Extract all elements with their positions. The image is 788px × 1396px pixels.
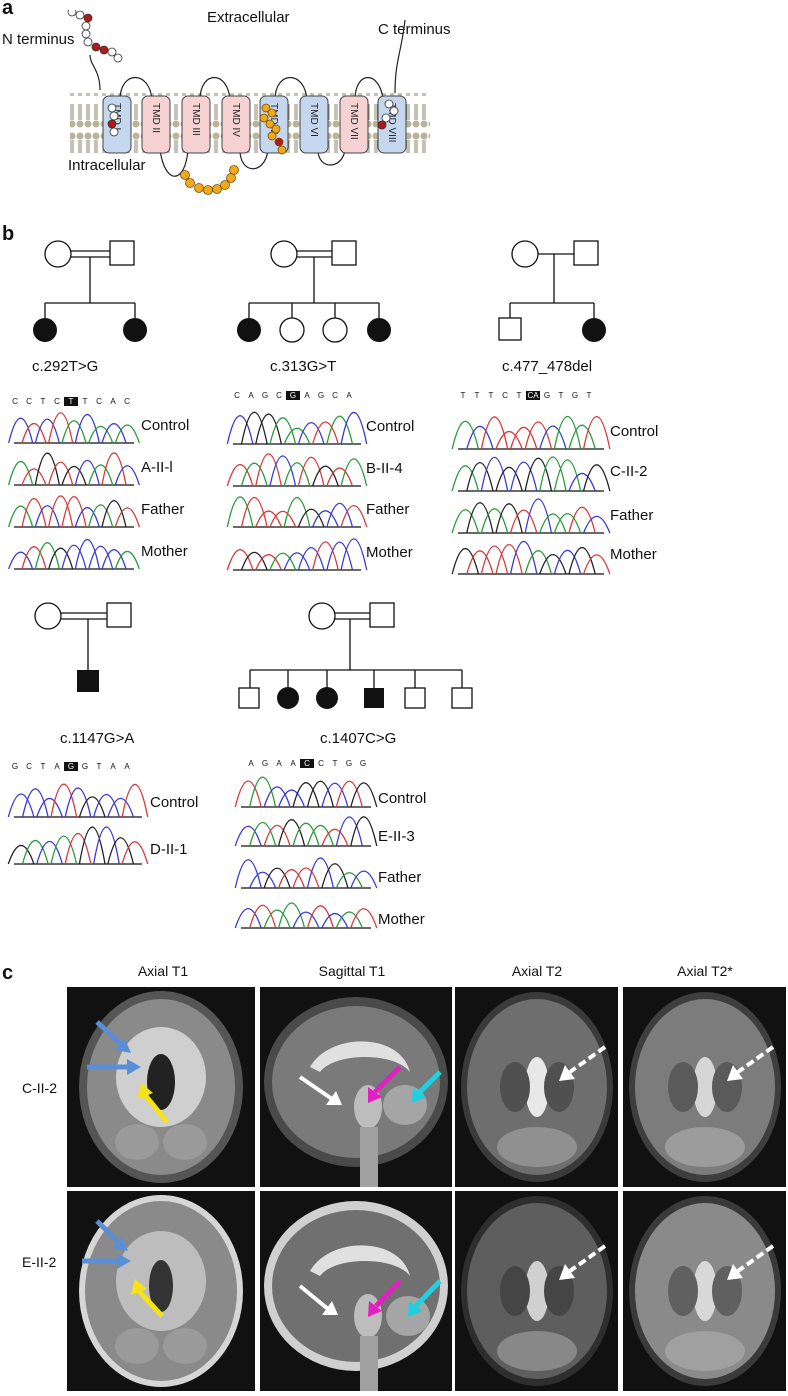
trace-label: Mother xyxy=(366,544,413,561)
trace-label: Father xyxy=(366,501,410,518)
chromatogram-traces-row2 xyxy=(7,776,378,929)
mutation-label-d: c.1147G>A xyxy=(60,730,135,747)
tmd-label: TMD V xyxy=(268,103,279,134)
tmd-label: TMD II xyxy=(150,103,161,133)
trace-label: B-II-4 xyxy=(366,460,403,477)
pedigree-family-a xyxy=(33,240,147,342)
mri-sagittal-t1-row2 xyxy=(260,1191,452,1391)
trace-label: A-II-l xyxy=(141,459,173,476)
trace-label: Control xyxy=(610,423,659,440)
mri-axial-t1-row2 xyxy=(67,1191,255,1391)
mri-axial-t2-star-row1 xyxy=(623,987,786,1187)
mri-sagittal-t1-row1 xyxy=(260,987,452,1187)
tmd-viii-residues xyxy=(377,99,399,130)
mutation-label-e: c.1407C>G xyxy=(320,730,397,747)
trace-label: Control xyxy=(141,417,190,434)
extracellular-label: Extracellular xyxy=(207,9,290,26)
mutation-label-a: c.292T>G xyxy=(32,358,99,375)
panel-label-a: a xyxy=(2,0,14,19)
mutation-label-b: c.313G>T xyxy=(270,358,337,375)
trace-label: Control xyxy=(378,790,427,807)
mri-axial-t2-row2 xyxy=(455,1191,618,1391)
pedigree-family-c xyxy=(498,240,606,342)
trace-label: Control xyxy=(150,794,199,811)
n-terminus-label: N terminus xyxy=(2,31,75,48)
membrane-protein-topology-diagram: TMD I TMD II TMD III TMD IV TMD V TMD VI… xyxy=(67,10,430,195)
trace-label: Mother xyxy=(378,911,425,928)
tmd-label: TMD VIII xyxy=(386,103,397,142)
c-terminus-label: C terminus xyxy=(378,21,451,38)
tmd-label: TMD III xyxy=(190,103,201,136)
tmd-label: TMD VII xyxy=(348,103,359,140)
n-terminus-residues xyxy=(67,10,123,137)
mutation-label-c: c.477_478del xyxy=(502,358,593,375)
trace-label: Mother xyxy=(610,546,657,563)
intracellular-label: Intracellular xyxy=(68,157,146,174)
row-label-e-ii-2: E-II-2 xyxy=(22,1254,57,1270)
column-title-axial-t1: Axial T1 xyxy=(137,963,189,979)
trace-label: Father xyxy=(141,501,185,518)
intracellular-loop-residues xyxy=(180,165,239,195)
panel-label-b: b xyxy=(2,223,15,245)
trace-label: C-II-2 xyxy=(610,463,648,480)
column-title-axial-t2-star: Axial T2* xyxy=(677,963,733,979)
tmd-label: TMD VI xyxy=(308,103,319,137)
trace-label: D-II-1 xyxy=(150,841,188,858)
tmd-v-residues xyxy=(259,103,287,155)
pedigree-family-e xyxy=(238,602,473,709)
pedigree-family-d xyxy=(34,602,132,692)
row-label-c-ii-2: C-II-2 xyxy=(22,1080,57,1096)
trace-label: Father xyxy=(378,869,422,886)
column-title-sagittal-t1: Sagittal T1 xyxy=(318,963,386,979)
trace-label: Control xyxy=(366,418,415,435)
mri-axial-t1-row1 xyxy=(67,987,255,1187)
trace-label: Mother xyxy=(141,543,188,560)
mri-axial-t2-row1 xyxy=(455,987,618,1187)
panel-label-c: c xyxy=(2,962,14,984)
chromatogram-traces-row1 xyxy=(8,411,611,575)
trace-label: Father xyxy=(610,507,654,524)
pedigree-family-b xyxy=(237,240,391,343)
trace-label: E-II-3 xyxy=(378,828,415,845)
tmd-label: TMD IV xyxy=(230,103,241,137)
mri-axial-t2-star-row2 xyxy=(623,1191,786,1391)
column-title-axial-t2: Axial T2 xyxy=(511,963,563,979)
